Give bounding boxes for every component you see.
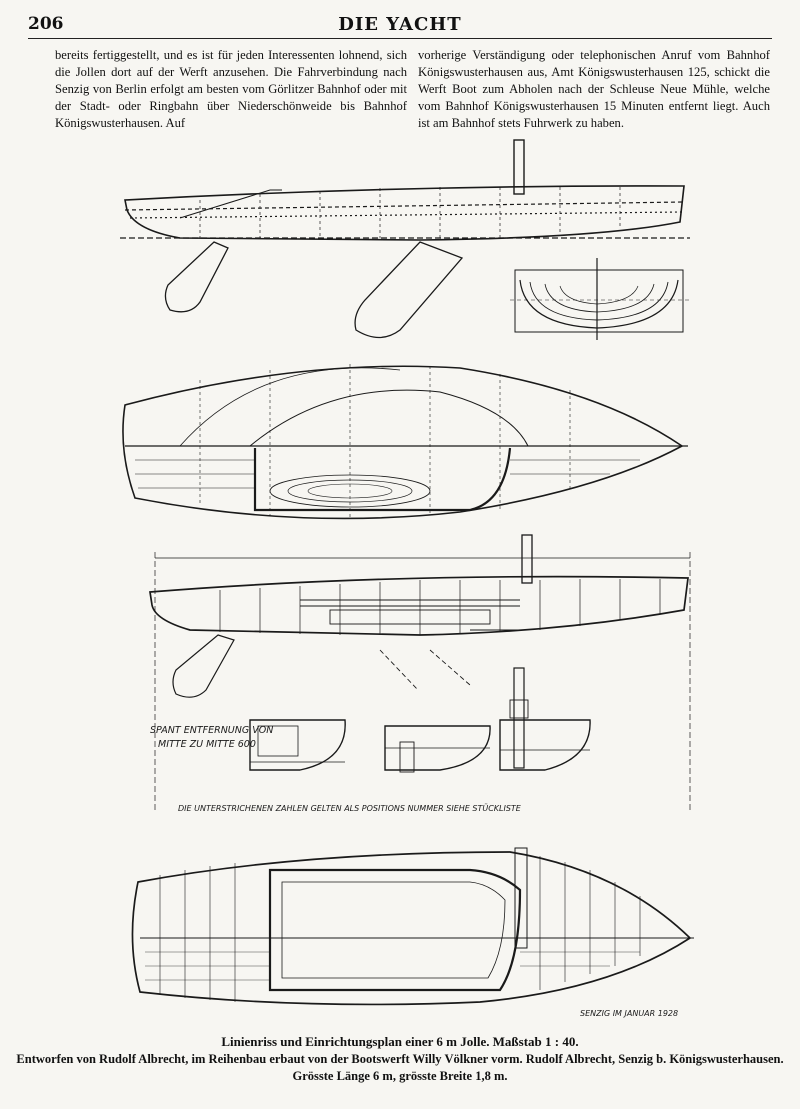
cross-section-views: [249, 667, 591, 773]
profile-view: [120, 139, 690, 339]
page-number: 206: [28, 14, 64, 34]
technical-drawing: SPANT ENTFERNUNG VON MITTE ZU MITTE 600 …: [120, 139, 694, 1018]
spant-label-line-1: SPANT ENTFERNUNG VON: [150, 725, 273, 736]
figure-caption: Linienriss und Einrichtungsplan einer 6 …: [0, 1033, 800, 1085]
rudder-shape: [164, 241, 229, 313]
section-a: [249, 719, 346, 771]
text-column-left: bereits fertiggestellt, und es ist für j…: [55, 48, 407, 130]
caption-credit: Entworfen von Rudolf Albrecht, im Reihen…: [16, 1052, 784, 1066]
body-plan-view: [510, 258, 690, 340]
caption-scale: Maßstab 1 : 40.: [492, 1034, 579, 1049]
running-head: DIE YACHT: [338, 14, 462, 35]
section-c: [499, 667, 591, 771]
underline-note: DIE UNTERSTRICHENEN ZAHLEN GELTEN ALS PO…: [178, 803, 522, 813]
caption-dimensions: Grösste Länge 6 m, grösste Breite 1,8 m.: [292, 1069, 508, 1083]
text-column-right: vorherige Verständigung oder telephonisc…: [418, 48, 770, 130]
section-b: [384, 725, 491, 773]
centerboard-shape: [354, 241, 464, 339]
construction-profile-view: [149, 534, 691, 810]
arrangement-plan-view: [131, 847, 694, 1006]
drawing-signature: SENZIG IM JANUAR 1928: [580, 1009, 678, 1018]
header-rule: [28, 38, 772, 39]
spant-label-line-2: MITTE ZU MITTE 600: [158, 739, 256, 750]
half-breadth-view: [122, 364, 688, 520]
caption-main: Linienriss und Einrichtungsplan einer 6 …: [221, 1034, 490, 1049]
